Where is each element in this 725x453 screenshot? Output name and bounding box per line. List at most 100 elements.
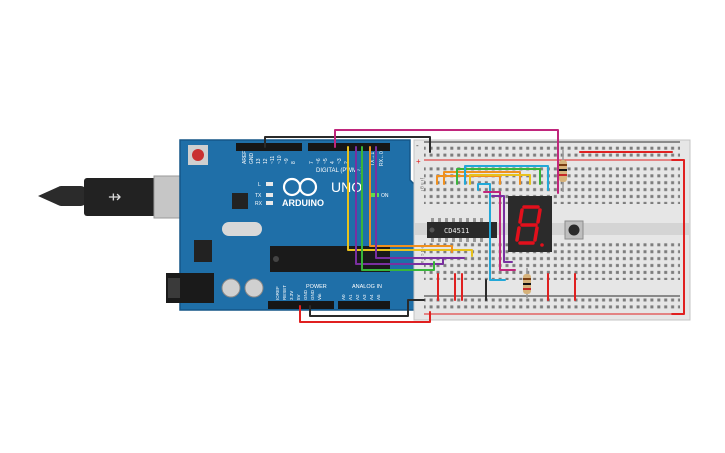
pin-label-12: 12: [263, 158, 269, 164]
resistor-top[interactable]: [559, 150, 567, 192]
power-header: [268, 301, 334, 309]
pin-label-3v3: 3.3V: [289, 291, 294, 300]
usb-cable-end-icon: [38, 187, 58, 205]
cd4511-chip[interactable]: CD4511: [427, 218, 497, 242]
pin-label-ioref: IOREF: [275, 286, 280, 300]
pin-label-5v: 5V: [296, 294, 301, 300]
led-l: [266, 182, 273, 186]
analog-header: [338, 301, 390, 309]
wire-orange-1[interactable]: [369, 146, 453, 253]
capacitor-1: [221, 278, 241, 298]
resistor-bottom-band-3: [523, 288, 531, 290]
pin-label-vin: Vin: [317, 293, 322, 300]
wire-cyan-seg[interactable]: [477, 183, 506, 281]
row-labels-bottom: e d c b a: [420, 246, 425, 264]
push-button[interactable]: [564, 220, 584, 240]
wire-green-1[interactable]: [361, 146, 435, 271]
arduino-logo-right: [298, 177, 318, 197]
wire-red-5v[interactable]: [299, 305, 431, 323]
pin-label-6: ~6: [316, 158, 322, 164]
usb-plug: [84, 178, 156, 216]
capacitor-2: [244, 278, 264, 298]
resistor-bottom-band-1: [523, 278, 531, 280]
cd4511-notch: [429, 227, 435, 233]
wire-yellow-top[interactable]: [469, 174, 531, 185]
digital-pin-labels: AREF GND 13 12 ~11 ~10 ~9 8 7 ~6 ~5 4 ~3…: [242, 151, 385, 166]
usb-cable-strain-relief: [56, 186, 86, 206]
usb-cable[interactable]: ⇸: [38, 175, 199, 219]
pin-label-8: 8: [291, 161, 297, 164]
pin-label-a3: A3: [362, 294, 367, 300]
power-pin-labels: IOREF RESET 3.3V 5V GND GND Vin A0 A1 A2…: [275, 285, 381, 300]
pin-label-gnd-a: GND: [303, 289, 308, 300]
pin-label-a0: A0: [341, 294, 346, 300]
led-rx: [266, 201, 273, 205]
wire-red-rail-right[interactable]: [671, 159, 685, 315]
pin-label-a4: A4: [369, 294, 374, 300]
arduino-brand: ARDUINO: [282, 198, 324, 208]
arduino-model: UNO: [331, 179, 362, 195]
pin-label-4: 4: [330, 161, 336, 164]
resistor-top-band-2: [559, 169, 567, 171]
wire-magenta-top[interactable]: [334, 129, 559, 194]
bottom-power-rail[interactable]: [424, 298, 680, 312]
cd4511-body: [427, 222, 497, 238]
resistor-top-band-1: [559, 164, 567, 166]
pin-label-10: ~10: [277, 155, 283, 164]
pin-label-rx0: RX←0: [379, 151, 385, 166]
rail-minus-label: -: [416, 141, 419, 150]
seven-segment-dp: [540, 243, 544, 247]
usb-chip: [232, 193, 248, 209]
voltage-regulator: [194, 240, 212, 262]
pin-label-aref: AREF: [242, 151, 248, 164]
seven-segment-digit-icon: [515, 205, 542, 245]
wire-purple-1[interactable]: [355, 146, 444, 265]
pin-label-3: ~3: [337, 158, 343, 164]
led-l-label: L: [258, 182, 261, 188]
wire-yellow-1[interactable]: [347, 146, 473, 257]
reset-button[interactable]: [192, 149, 204, 161]
pin-label-9: ~9: [284, 158, 290, 164]
wire-purple-seg[interactable]: [491, 195, 513, 263]
push-button-cap[interactable]: [568, 224, 580, 236]
pin-label-13: 13: [256, 158, 262, 164]
wire-cyan-top[interactable]: [464, 165, 549, 191]
dc-jack-inner: [168, 278, 180, 298]
digital-header-left: [236, 143, 302, 151]
atmega-notch: [273, 256, 279, 262]
pin-label-7: 7: [309, 161, 315, 164]
wire-magenta-seg[interactable]: [483, 191, 516, 271]
cd4511-pins: [431, 218, 483, 242]
pin-label-11: ~11: [270, 156, 276, 164]
led-tx-label: TX: [255, 193, 262, 199]
seven-segment-display[interactable]: [508, 196, 552, 252]
cd4511-label: CD4511: [444, 227, 469, 235]
rail-plus-label: +: [416, 157, 421, 166]
led-tx: [266, 193, 273, 197]
wire-black-gnd-top[interactable]: [264, 136, 431, 153]
wire-orange-top[interactable]: [436, 175, 501, 185]
wires[interactable]: [264, 129, 685, 323]
wire-purple-2[interactable]: [375, 146, 465, 259]
pin-label-5: ~5: [323, 158, 329, 164]
wire-orange-top-2[interactable]: [443, 171, 521, 185]
pin-label-tx1: TX→1: [370, 152, 376, 166]
digital-label: DIGITAL (PWM~): [316, 168, 363, 174]
on-label: ON: [381, 193, 389, 199]
power-label: POWER: [306, 284, 327, 290]
pin-label-a2: A2: [355, 294, 360, 300]
resistor-bottom[interactable]: [523, 268, 531, 298]
pin-label-gnd-b: GND: [310, 289, 315, 300]
resistor-bottom-band-2: [523, 283, 531, 285]
analog-label: ANALOG IN: [352, 284, 382, 290]
arduino-board[interactable]: ARDUINO UNO DIGITAL (PWM~) L TX RX ON AR…: [166, 139, 421, 311]
led-rx-label: RX: [255, 201, 263, 207]
top-power-rail[interactable]: [424, 144, 680, 158]
usb-symbol-icon: ⇸: [108, 189, 121, 206]
row-labels-top: j i h g f: [420, 177, 425, 192]
crystal: [222, 222, 262, 236]
pin-label-reset: RESET: [282, 285, 287, 300]
wire-green-top[interactable]: [456, 168, 541, 185]
wire-black-gnd-bottom[interactable]: [309, 299, 425, 317]
